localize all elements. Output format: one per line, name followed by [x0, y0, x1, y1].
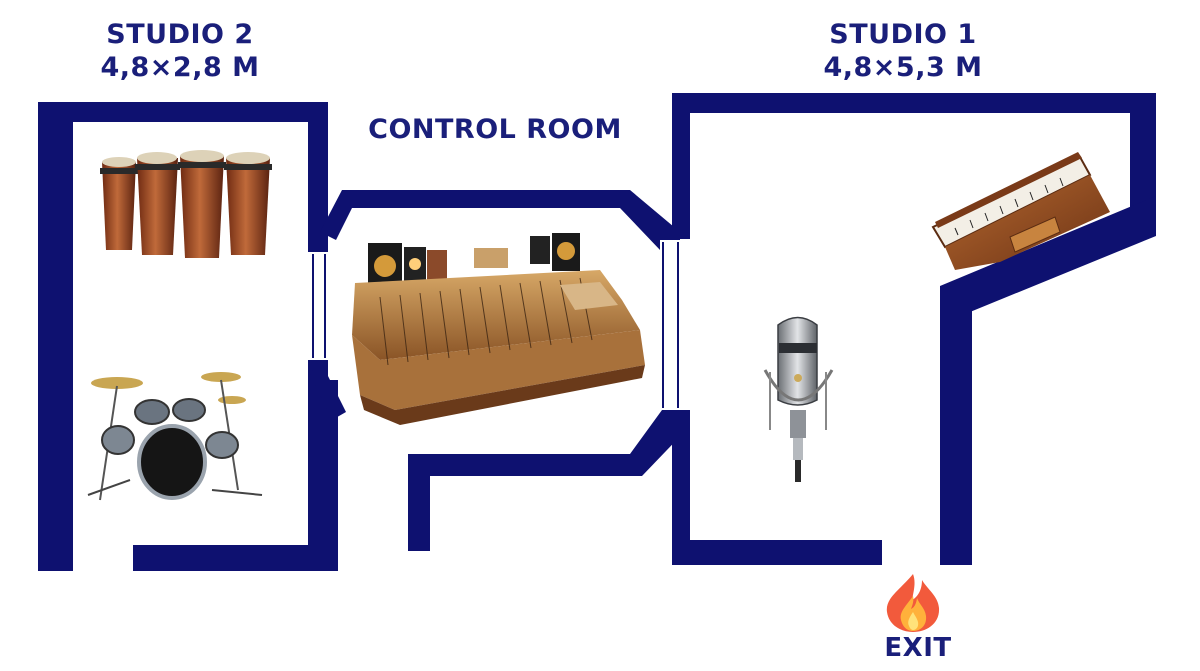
studio1-name: STUDIO 1: [829, 19, 977, 50]
studio2-wall-bottom: [133, 545, 338, 571]
window-control-studio1: [660, 240, 682, 410]
studio1-wall-bottom: [672, 540, 882, 565]
window-studio2-control: [310, 252, 328, 360]
studio1-wall-right-upper: [1130, 93, 1156, 213]
studio-monitors: [368, 233, 580, 287]
conga-1: [100, 157, 138, 250]
studio2-name: STUDIO 2: [106, 19, 254, 50]
exit-label: EXIT: [884, 633, 952, 663]
studio1-wall-right-lower: [940, 286, 972, 565]
control-room-wall-left-lower: [310, 360, 346, 420]
studio2-wall-corner: [320, 380, 338, 570]
studio1-wall-left-lower: [672, 410, 690, 565]
conga-2: [135, 152, 180, 255]
upright-piano: [931, 152, 1110, 270]
walls: [38, 93, 1156, 571]
studio1-size: 4,8×5,3 M: [823, 52, 983, 83]
control-room-wall-bottom: [408, 410, 690, 551]
conga-4: [224, 152, 272, 255]
studio2-size: 4,8×2,8 M: [100, 52, 260, 83]
mixing-console: [352, 233, 645, 425]
studio1-wall-left-upper: [672, 93, 690, 239]
studio2-wall-right-upper: [308, 102, 328, 252]
studio1-wall-top: [672, 93, 1156, 113]
drum-kit: [87, 372, 263, 501]
conga-3: [178, 150, 226, 258]
fire-icon: [886, 574, 940, 632]
studio2-wall-top: [38, 102, 328, 122]
conga-drums: [100, 150, 272, 258]
studio2-wall-left: [38, 102, 73, 571]
studio1-title: STUDIO 1 4,8×5,3 M: [803, 18, 1003, 84]
studio2-title: STUDIO 2 4,8×2,8 M: [80, 18, 280, 84]
control-room-title: CONTROL ROOM: [368, 114, 622, 145]
control-room-wall-top: [320, 190, 680, 250]
studio1-wall-diagonal: [940, 196, 1156, 312]
condenser-microphone: [763, 316, 834, 482]
